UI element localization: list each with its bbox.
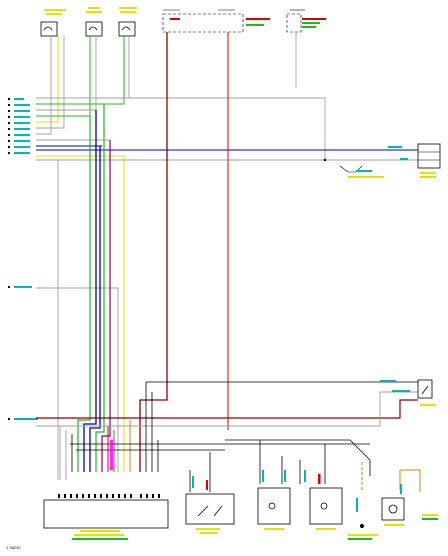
label-block-yellow-2 [88,7,100,9]
left-terminal-list [8,98,38,420]
label-block-yellow-2b [86,11,102,13]
right-side-components [323,143,441,406]
pink-label-vertical [110,440,113,470]
label-block-yellow-1 [44,9,66,11]
bottom-middle-components [185,470,438,540]
wires-top-connectors [36,36,130,135]
right-connector-box [417,143,441,169]
top-fuse-boxes [162,9,326,33]
connector-symbol-1 [43,26,53,31]
fuse-label-red-2 [246,18,270,20]
splice-dot [323,158,327,162]
right-switch-box [417,379,433,399]
connector-symbol-3 [121,26,131,31]
fuse-label-green-2 [302,22,320,24]
motor-box [381,497,405,521]
footer-code: 1 S8257 [6,545,22,550]
fuse-box-outline [162,13,244,33]
relay-box-2 [309,487,343,525]
connector-box-2 [85,21,103,37]
connector-box-3 [118,21,136,37]
top-left-connectors [40,7,137,37]
fuse-label-green-3 [302,26,316,28]
connector-box-1 [40,21,58,37]
ground-dot [360,524,364,528]
label-block-yellow-3 [119,7,137,9]
label-block-yellow-1b [46,13,62,15]
fuse-label-red-1 [170,18,180,20]
label-block-yellow-3b [120,11,136,13]
wires-power-feed [36,32,421,492]
ecu-connector [43,499,169,529]
fuse-label-green-1 [246,24,264,26]
bottom-left-connector [43,440,169,540]
fuse-box-outline-right [286,13,302,33]
connector-symbol-2 [88,26,98,31]
fuse-label-red-3 [302,18,326,20]
wires-left-bundle [57,104,125,480]
switch-component [185,493,235,525]
wires-horizontal-bus [36,97,418,410]
relay-box-1 [257,487,291,525]
